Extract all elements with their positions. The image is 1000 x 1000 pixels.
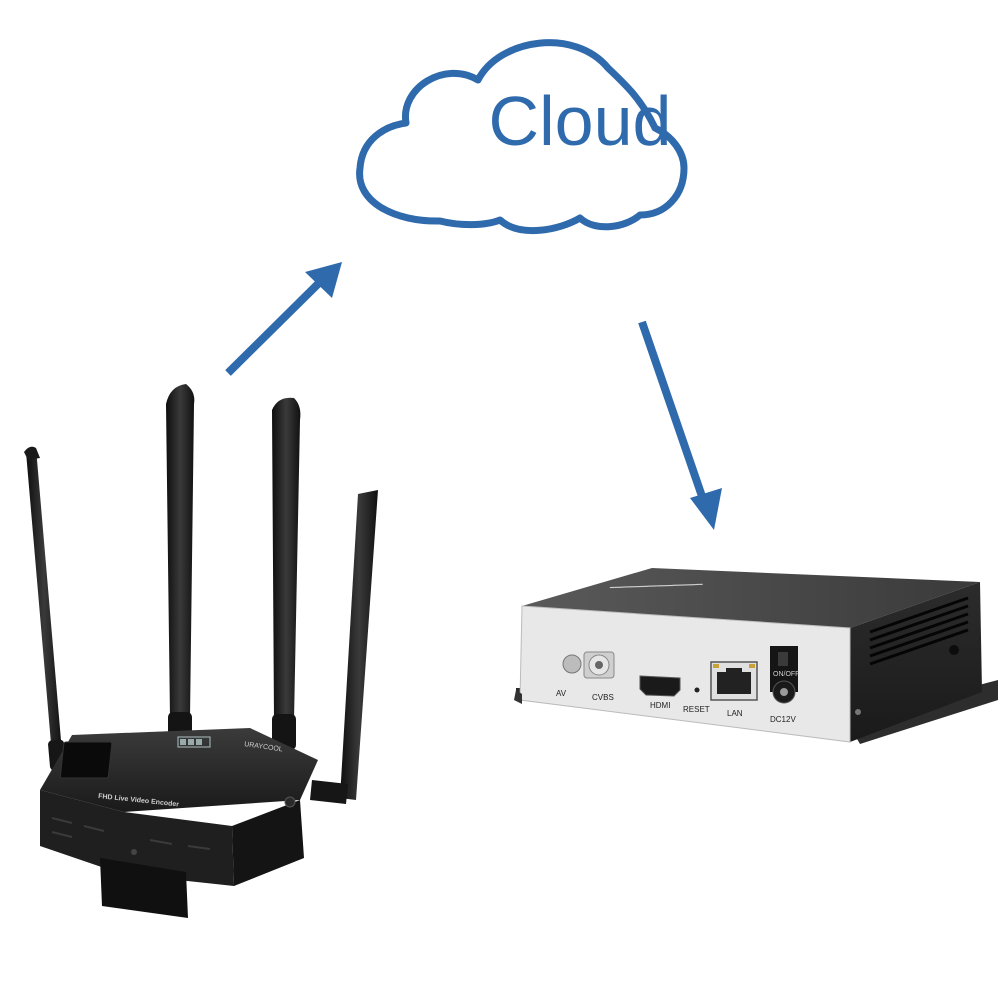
encoder-power-button	[284, 796, 296, 808]
decoder-top-panel	[522, 568, 980, 628]
port-label-hdmi: HDMI	[650, 701, 670, 710]
port-label-av: AV	[556, 689, 567, 698]
svg-text:━━━━━━━━━━━━━━━━━━━━━━: ━━━━━━━━━━━━━━━━━━━━━━	[609, 582, 704, 592]
arrow-down-to-decoder	[638, 320, 722, 530]
decoder-side-vents	[869, 596, 969, 666]
battery-icon	[177, 736, 211, 748]
reset-button	[694, 687, 700, 693]
port-label-dc12v: DC12V	[770, 715, 796, 724]
switch-label: ON/OFF	[773, 671, 799, 678]
antenna-2	[166, 384, 195, 746]
decoder-front-panel	[519, 605, 851, 743]
encoder-port	[131, 849, 137, 855]
bnc-connector-icon	[562, 651, 615, 679]
port-label-cvbs: CVBS	[592, 693, 614, 702]
encoder-vents	[51, 817, 211, 850]
port-label-lan: LAN	[727, 709, 743, 718]
decoder-device: ━━━━━━━━━━━━━━━━━━━━━━ AV CVBS HDMI	[514, 568, 998, 744]
arrow-up-to-cloud	[225, 262, 342, 376]
encoder-front-panel	[40, 790, 234, 886]
power-switch-icon	[770, 646, 798, 704]
cloud-shape	[356, 39, 688, 235]
port-label-reset: RESET	[683, 705, 710, 714]
encoder-screen	[59, 741, 113, 779]
antenna-4	[310, 490, 378, 804]
encoder-device: URAYCOOL FHD Live Video Encoder	[24, 384, 378, 918]
lan-port-icon	[710, 661, 758, 701]
hdmi-port-icon	[639, 675, 681, 697]
antenna-3	[272, 397, 301, 750]
cloud-label: Cloud	[489, 82, 672, 160]
antenna-1	[24, 446, 66, 771]
